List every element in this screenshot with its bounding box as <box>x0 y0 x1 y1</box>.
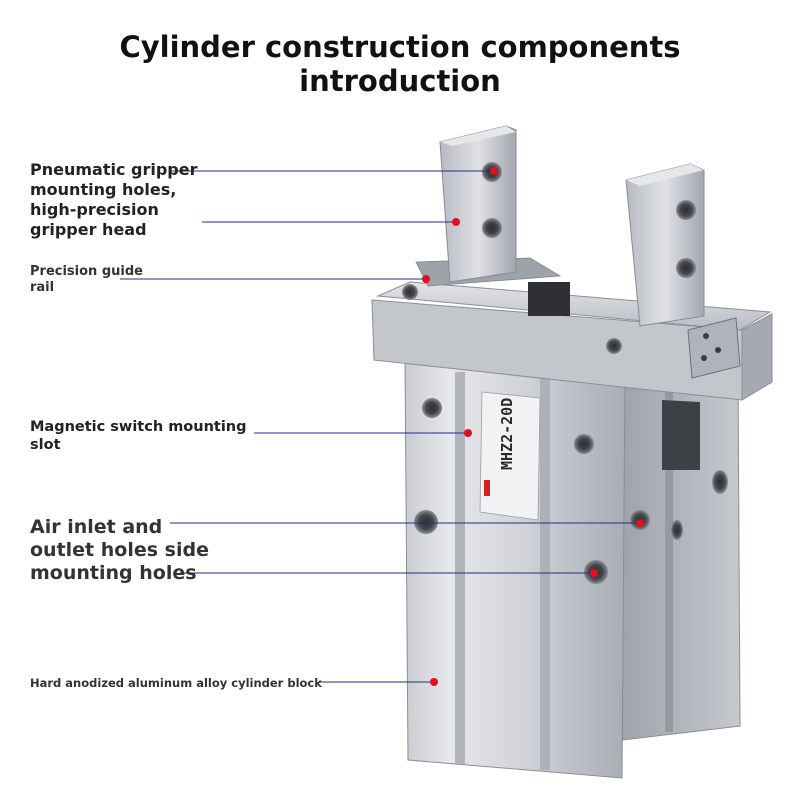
marker-dot <box>452 218 460 226</box>
block-hole-icon <box>422 398 442 418</box>
threaded-port-icon <box>414 510 438 534</box>
marker-dot <box>636 519 644 527</box>
marker-dots <box>422 167 644 686</box>
marker-dot <box>430 678 438 686</box>
label-guide-rail: Precision guide rail <box>30 264 143 295</box>
leader-lines <box>120 170 640 683</box>
marker-dot <box>490 167 498 175</box>
side-port-icon <box>671 520 683 540</box>
cylinder-block: MHZ2-20D <box>404 359 741 779</box>
marker-dot <box>590 569 598 577</box>
gripper-finger-left <box>439 125 517 283</box>
page-title: Cylinder construction components introdu… <box>0 30 800 98</box>
marker-dot <box>422 275 430 283</box>
finger-mounting-hole-icon <box>676 200 696 220</box>
label-air-holes: Air inlet and outlet holes side mounting… <box>30 516 209 584</box>
block-hole-icon <box>574 434 594 454</box>
title-line-1: Cylinder construction components <box>119 30 681 64</box>
label-gripper-head: Pneumatic gripper mounting holes, high-p… <box>30 160 198 239</box>
title-line-2: introduction <box>299 64 501 98</box>
gripper-finger-right <box>625 163 705 327</box>
finger-mounting-hole-icon <box>482 218 502 238</box>
model-marking: MHZ2-20D <box>498 398 516 470</box>
marker-dot <box>464 429 472 437</box>
brand-mark-icon <box>484 480 490 496</box>
label-cylinder-block: Hard anodized aluminum alloy cylinder bl… <box>30 676 322 690</box>
finger-mounting-hole-icon <box>676 258 696 278</box>
side-port-icon <box>712 470 728 494</box>
label-magnetic-slot: Magnetic switch mounting slot <box>30 419 247 453</box>
